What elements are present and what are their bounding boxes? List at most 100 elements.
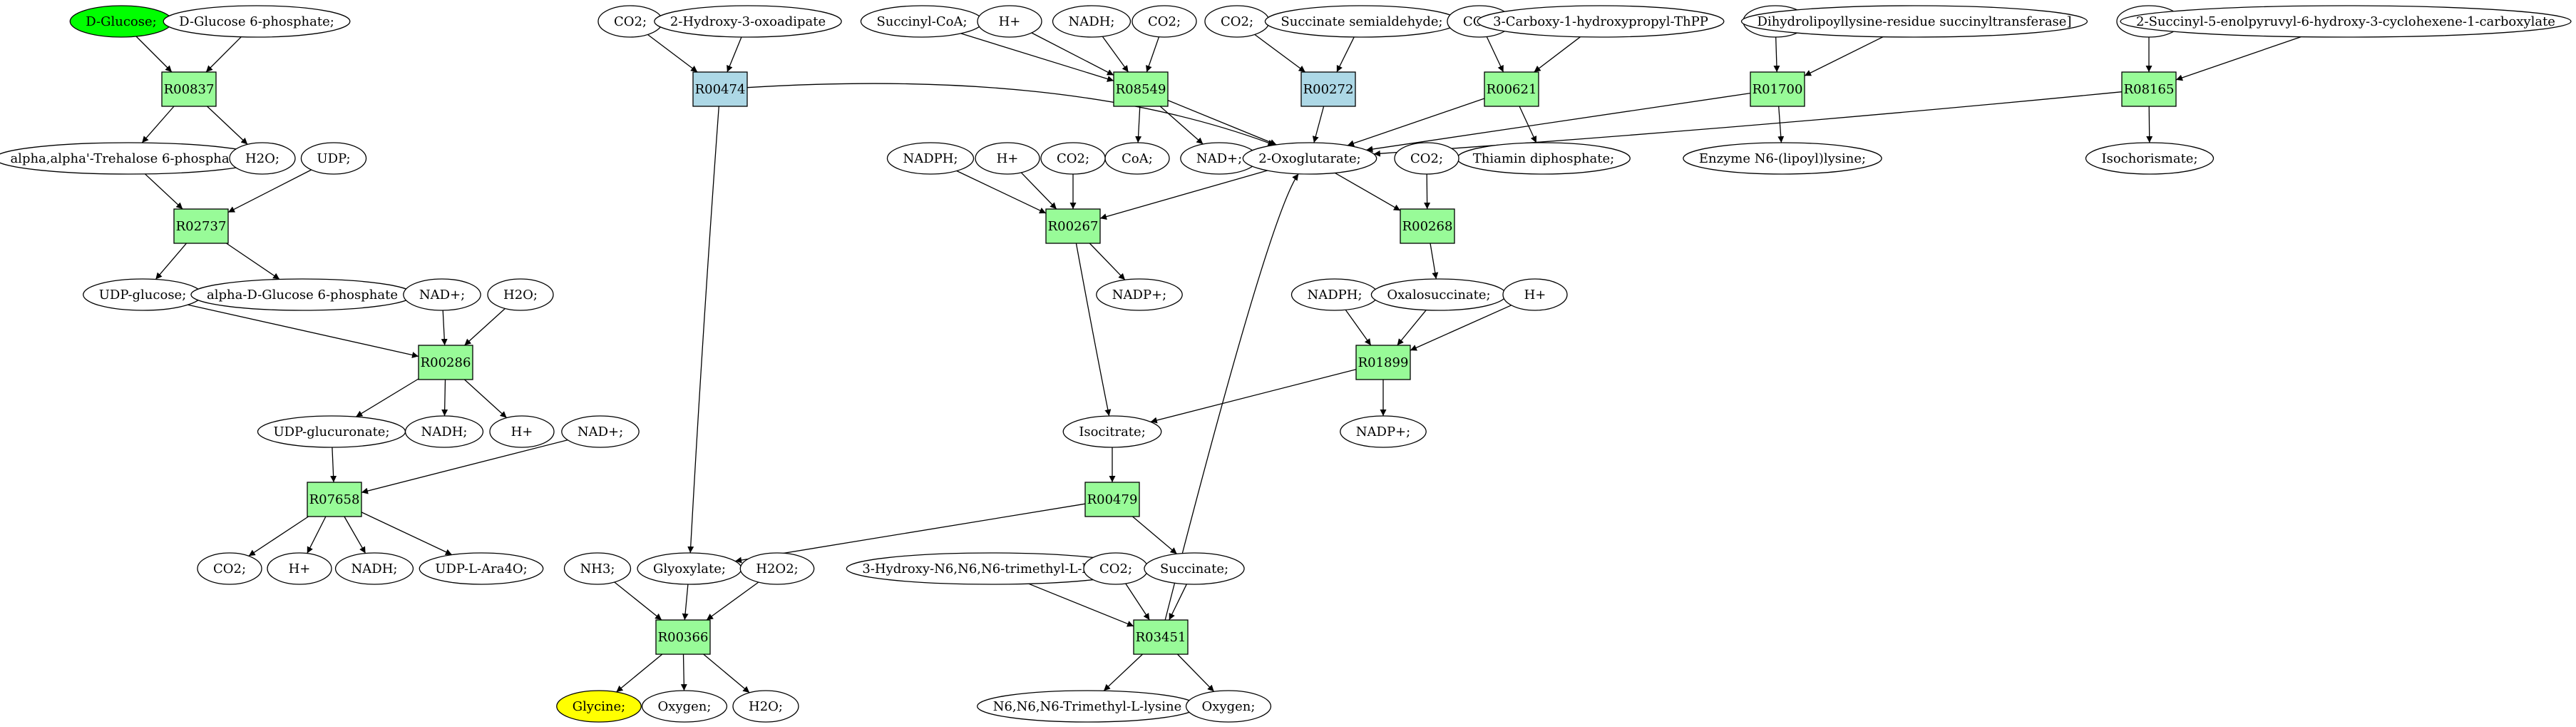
compound-node-n_dglucose[interactable]: D-Glucose; bbox=[69, 5, 173, 38]
node-label: Thiamin diphosphate; bbox=[1473, 151, 1615, 166]
edge-R00286-to-n_udpglucuronate bbox=[355, 378, 419, 417]
node-label: UDP-glucuronate; bbox=[273, 424, 389, 439]
edge-R02737-to-n_adg6p bbox=[226, 243, 280, 280]
reaction-box bbox=[655, 619, 711, 655]
compound-node-n_hplus_b[interactable]: H+ bbox=[267, 552, 332, 585]
compound-node-n_nadh_a[interactable]: NADH; bbox=[404, 415, 484, 448]
compound-node-n_glycine[interactable]: Glycine; bbox=[556, 690, 642, 723]
compound-node-n_oxoglutarate[interactable]: 2-Oxoglutarate; bbox=[1242, 142, 1377, 175]
edge-R00837-to-n_trehalose6p bbox=[141, 106, 175, 143]
compound-node-n_h2o2[interactable]: H2O2; bbox=[739, 552, 815, 585]
compound-node-n_hplus_c[interactable]: H+ bbox=[977, 5, 1042, 38]
compound-node-n_isochorismate[interactable]: Isochorismate; bbox=[2085, 142, 2215, 175]
compound-node-n_nh3[interactable]: NH3; bbox=[563, 552, 632, 585]
reaction-node-R07658[interactable]: R07658 bbox=[307, 482, 362, 517]
compound-node-n_glyoxylate[interactable]: Glyoxylate; bbox=[637, 552, 742, 585]
compound-node-n_nadph_b[interactable]: NADPH; bbox=[1290, 278, 1379, 311]
compound-ellipse bbox=[1185, 690, 1272, 723]
compound-node-n_trehalose6p[interactable]: alpha,alpha'-Trehalose 6-phosphate; bbox=[0, 142, 263, 175]
node-label: NADH; bbox=[1069, 14, 1115, 29]
compound-node-n_oxygen_b[interactable]: Oxygen; bbox=[1185, 690, 1272, 723]
compound-ellipse bbox=[1502, 278, 1568, 311]
reaction-node-R00479[interactable]: R00479 bbox=[1084, 482, 1140, 517]
compound-node-n_udp[interactable]: UDP; bbox=[300, 142, 367, 175]
compound-node-n_co2_a[interactable]: CO2; bbox=[197, 552, 262, 585]
compound-node-n_hydroxyoxoadipate[interactable]: 2-Hydroxy-3-oxoadipate bbox=[654, 5, 842, 38]
compound-node-n_nadh_c[interactable]: NADH; bbox=[1052, 5, 1132, 38]
compound-node-n_adg6p[interactable]: alpha-D-Glucose 6-phosphate bbox=[190, 278, 414, 311]
node-label: CO2; bbox=[614, 14, 647, 29]
compound-node-n_udpglucose[interactable]: UDP-glucose; bbox=[83, 278, 202, 311]
compound-node-n_nad_b[interactable]: NAD+; bbox=[561, 415, 640, 448]
reaction-node-R08165[interactable]: R08165 bbox=[2121, 71, 2177, 107]
node-label: Oxalosuccinate; bbox=[1387, 288, 1490, 303]
compound-node-n_h2o_b[interactable]: H2O; bbox=[487, 278, 554, 311]
reaction-node-R00272[interactable]: R00272 bbox=[1300, 71, 1356, 107]
compound-node-n_hplus_d[interactable]: H+ bbox=[975, 142, 1040, 175]
compound-node-n_succinate[interactable]: Succinate; bbox=[1144, 552, 1245, 585]
reaction-node-R02737[interactable]: R02737 bbox=[173, 208, 229, 244]
node-label: CO2; bbox=[1410, 151, 1443, 166]
reaction-node-R00267[interactable]: R00267 bbox=[1045, 208, 1101, 244]
compound-node-n_hydroxytml[interactable]: 3-Hydroxy-N6,N6,N6-trimethyl-L-lysine bbox=[846, 552, 1136, 585]
compound-node-n_succinylenol[interactable]: 2-Succinyl-5-enolpyruvyl-6-hydroxy-3-cyc… bbox=[2120, 5, 2572, 38]
reaction-node-R08549[interactable]: R08549 bbox=[1113, 71, 1169, 107]
compound-node-n_nadph_a[interactable]: NADPH; bbox=[886, 142, 975, 175]
node-label: H+ bbox=[997, 151, 1019, 166]
node-label: R00366 bbox=[658, 630, 709, 645]
reaction-box bbox=[1133, 619, 1189, 655]
edge-R01899-to-n_isocitrate bbox=[1150, 369, 1357, 424]
reaction-node-R03451[interactable]: R03451 bbox=[1133, 619, 1189, 655]
compound-node-n_enzymen6[interactable]: Enzyme N6-(lipoyl)lysine; bbox=[1683, 142, 1882, 175]
compound-ellipse bbox=[1340, 415, 1427, 448]
compound-node-n_co2_i[interactable]: CO2; bbox=[1394, 142, 1459, 175]
edge-n_nad_b-to-R07658 bbox=[361, 439, 568, 494]
edge-R00286-to-n_nadh_a bbox=[441, 379, 448, 417]
compound-node-n_co2_b[interactable]: CO2; bbox=[597, 5, 663, 38]
reaction-node-R00474[interactable]: R00474 bbox=[692, 71, 748, 107]
compound-node-n_hplus_e[interactable]: H+ bbox=[1502, 278, 1568, 311]
edge-n_udpglucuronate-to-R07658 bbox=[330, 447, 337, 483]
compound-node-n_h2o_c[interactable]: H2O; bbox=[732, 690, 799, 723]
compound-node-n_udpglucuronate[interactable]: UDP-glucuronate; bbox=[257, 415, 406, 448]
reaction-box bbox=[1355, 345, 1411, 380]
compound-node-n_nadp_a[interactable]: NADP+; bbox=[1096, 278, 1183, 311]
reaction-node-R01700[interactable]: R01700 bbox=[1750, 71, 1805, 107]
compound-node-n_succinylcoa[interactable]: Succinyl-CoA; bbox=[860, 5, 984, 38]
compound-node-n_co2_d[interactable]: CO2; bbox=[1204, 5, 1270, 38]
compound-node-n_oxygen_a[interactable]: Oxygen; bbox=[641, 690, 728, 723]
reaction-node-R00837[interactable]: R00837 bbox=[161, 71, 217, 107]
compound-node-n_h2o_a[interactable]: H2O; bbox=[229, 142, 296, 175]
compound-node-n_carboxytpp[interactable]: 3-Carboxy-1-hydroxypropyl-ThPP bbox=[1477, 5, 1725, 38]
compound-node-n_co2_h[interactable]: CO2; bbox=[1040, 142, 1106, 175]
compound-node-n_nadp_b[interactable]: NADP+; bbox=[1340, 415, 1427, 448]
compound-ellipse bbox=[1740, 5, 2088, 38]
compound-node-n_isocitrate[interactable]: Isocitrate; bbox=[1062, 415, 1162, 448]
compound-node-n_co2_j[interactable]: CO2; bbox=[1083, 552, 1149, 585]
edge-n_hplus_c-to-R08549 bbox=[1031, 32, 1114, 76]
node-label: UDP; bbox=[317, 151, 350, 166]
compound-node-n_coa[interactable]: CoA; bbox=[1104, 142, 1170, 175]
reaction-node-R00621[interactable]: R00621 bbox=[1484, 71, 1539, 107]
reaction-box bbox=[1113, 71, 1169, 107]
node-label: R00268 bbox=[1402, 219, 1453, 234]
compound-node-n_hplus_a[interactable]: H+ bbox=[489, 415, 555, 448]
compound-node-n_succsemialdehyde[interactable]: Succinate semialdehyde; bbox=[1264, 5, 1459, 38]
compound-node-n_dg6p[interactable]: D-Glucose 6-phosphate; bbox=[163, 5, 351, 38]
compound-node-n_nadh_b[interactable]: NADH; bbox=[334, 552, 414, 585]
reaction-node-R00268[interactable]: R00268 bbox=[1400, 208, 1455, 244]
edge-n_nad_a-to-R00286 bbox=[441, 310, 448, 346]
reaction-node-R00366[interactable]: R00366 bbox=[655, 619, 711, 655]
reaction-node-R01899[interactable]: R01899 bbox=[1355, 345, 1411, 380]
compound-node-n_oxalosuccinate[interactable]: Oxalosuccinate; bbox=[1370, 278, 1507, 311]
compound-ellipse bbox=[975, 142, 1040, 175]
reaction-node-R00286[interactable]: R00286 bbox=[418, 345, 473, 380]
compound-node-n_co2_c[interactable]: CO2; bbox=[1132, 5, 1197, 38]
compound-node-n_dihydrolipoyl[interactable]: Dihydrolipoyllysine-residue succinyltran… bbox=[1740, 5, 2088, 38]
compound-node-n_trimethyllysine[interactable]: N6,N6,N6-Trimethyl-L-lysine bbox=[977, 690, 1198, 723]
compound-node-n_nad_a[interactable]: NAD+; bbox=[403, 278, 481, 311]
compound-node-n_nad_c[interactable]: NAD+; bbox=[1180, 142, 1258, 175]
edge-R00837-to-n_h2o_a bbox=[207, 106, 248, 145]
compound-node-n_thiamin[interactable]: Thiamin diphosphate; bbox=[1457, 142, 1631, 175]
compound-node-n_udpara4o[interactable]: UDP-L-Ara4O; bbox=[419, 552, 544, 585]
